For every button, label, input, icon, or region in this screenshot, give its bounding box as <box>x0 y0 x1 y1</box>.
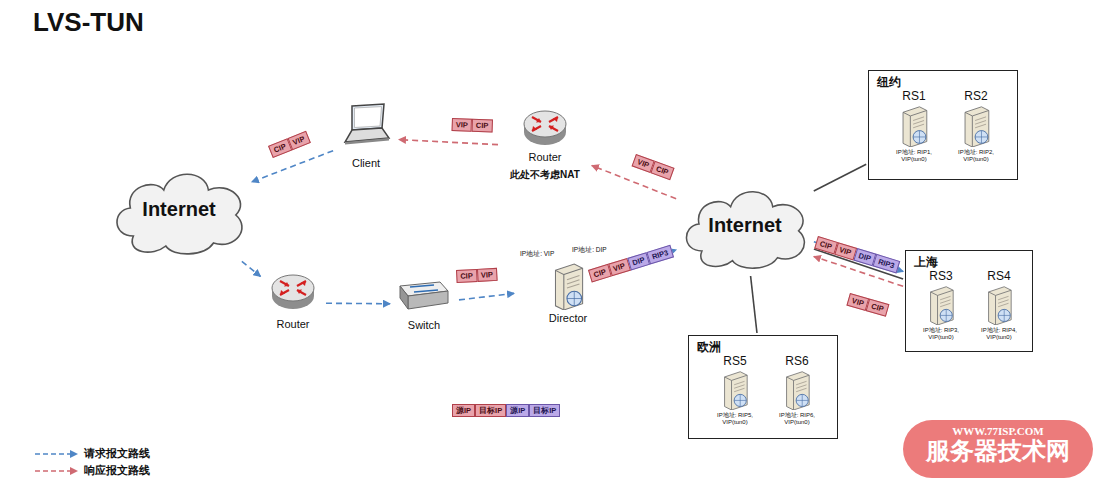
internet-cloud: Internet <box>108 160 250 260</box>
diagram-title: LVS-TUN <box>33 8 144 38</box>
connector <box>751 276 757 333</box>
packet-tag: CIPVIPDIPRIP3 <box>814 236 900 274</box>
connector <box>814 164 866 191</box>
node-label: IP地址: RIP1, VIP(tun0) <box>884 149 944 163</box>
node-label: Director <box>549 312 588 325</box>
packet-field: CIP <box>472 119 493 133</box>
node-label: Router <box>276 318 309 331</box>
real-server: RS4IP地址: RIP4, VIP(tun0) <box>970 269 1030 349</box>
switch: Switch <box>392 272 457 336</box>
server-icon <box>548 262 588 310</box>
node-label: Internet <box>708 214 781 237</box>
watermark-url: WWW.77ISP.COM <box>903 425 1093 437</box>
node-label: IP地址: RIP3, VIP(tun0) <box>913 327 969 341</box>
packet-tag: VIPCIP <box>846 293 889 317</box>
watermark-name: 服务器技术网 <box>903 437 1093 466</box>
router: Router 此处不考虑NAT <box>500 106 590 188</box>
watermark: WWW.77ISP.COM服务器技术网 <box>903 420 1093 478</box>
router-icon <box>269 272 317 316</box>
server-icon <box>718 370 752 410</box>
node-label: RS6 <box>785 355 808 369</box>
node-label: Internet <box>142 198 215 221</box>
router-icon <box>521 108 569 152</box>
node-label: 此处不考虑NAT <box>510 169 580 181</box>
packet-field: VIP <box>452 118 473 132</box>
packet-field: CIP <box>456 269 477 283</box>
legend-entry: 响应报文路线 <box>34 463 150 478</box>
director-server: IP地址: VIP IP地址: DIP Director <box>516 246 620 328</box>
real-server: RS3IP地址: RIP3, VIP(tun0) <box>912 269 972 349</box>
packet-field: CIP <box>866 299 889 317</box>
legend-text: 请求报文路线 <box>84 446 150 461</box>
laptop-icon <box>340 102 392 150</box>
site-region: 欧洲RS5IP地址: RIP5, VIP(tun0)RS6IP地址: RIP6,… <box>688 335 838 439</box>
packet-field: 源IP <box>452 404 475 417</box>
real-server: RS6IP地址: RIP6, VIP(tun0) <box>767 354 829 434</box>
internet-cloud: Internet <box>678 178 812 274</box>
sw-icon <box>394 276 454 318</box>
node-label: RS1 <box>902 90 925 104</box>
legend-line <box>34 449 80 459</box>
node-label: RS3 <box>929 270 952 284</box>
site-region: 上海RS3IP地址: RIP3, VIP(tun0)RS4IP地址: RIP4,… <box>905 250 1033 352</box>
connector <box>459 293 514 300</box>
connector <box>242 261 261 276</box>
connector <box>326 302 390 304</box>
server-icon <box>959 105 993 147</box>
node-label: RS2 <box>964 90 987 104</box>
connector <box>399 140 498 145</box>
node-label: RS4 <box>987 270 1010 284</box>
real-server: RS5IP地址: RIP5, VIP(tun0) <box>705 354 767 434</box>
router: Router <box>262 270 324 336</box>
node-label: Router <box>528 151 561 164</box>
node-label: IP地址: RIP5, VIP(tun0) <box>706 412 764 426</box>
node-label: IP地址: VIP <box>520 250 554 257</box>
server-icon <box>924 285 958 325</box>
packet-tag: VIPCIP <box>452 118 493 132</box>
server-icon <box>982 285 1016 325</box>
real-server: RS2IP地址: RIP2, VIP(tun0) <box>945 89 1009 173</box>
node-label: RS5 <box>723 355 746 369</box>
server-icon <box>780 370 814 410</box>
real-server: RS1IP地址: RIP1, VIP(tun0) <box>883 89 947 173</box>
region-title: 纽约 <box>877 76 901 90</box>
legend-entry: 请求报文路线 <box>34 446 150 461</box>
site-region: 纽约RS1IP地址: RIP1, VIP(tun0)RS2IP地址: RIP2,… <box>868 70 1018 180</box>
packet-field: RIP3 <box>646 245 673 265</box>
packet-tag: 源IP目标IP源IP目标IP <box>452 404 560 417</box>
packet-field: 目标IP <box>475 404 506 417</box>
packet-tag: CIPVIP <box>456 268 497 283</box>
node-label: IP地址: RIP6, VIP(tun0) <box>768 412 826 426</box>
legend-text: 响应报文路线 <box>84 463 150 478</box>
packet-tag: VIPCIP <box>632 154 675 180</box>
packet-field: 目标IP <box>529 404 560 417</box>
legend-line <box>34 466 80 476</box>
node-label: Switch <box>408 319 440 332</box>
node-label: IP地址: RIP4, VIP(tun0) <box>971 327 1027 341</box>
packet-field: CIP <box>650 161 674 180</box>
node-label: IP地址: DIP <box>572 246 607 253</box>
connector <box>252 151 333 182</box>
packet-field: VIP <box>287 131 311 151</box>
region-title: 上海 <box>914 256 938 270</box>
node-label: Client <box>352 157 380 170</box>
packet-field: VIP <box>476 268 497 282</box>
node-label: IP地址: RIP2, VIP(tun0) <box>946 149 1006 163</box>
client-laptop: Client <box>335 100 397 176</box>
packet-tag: CIPVIP <box>268 131 311 158</box>
packet-field: 源IP <box>506 404 529 417</box>
region-title: 欧洲 <box>697 341 721 355</box>
server-icon <box>897 105 931 147</box>
